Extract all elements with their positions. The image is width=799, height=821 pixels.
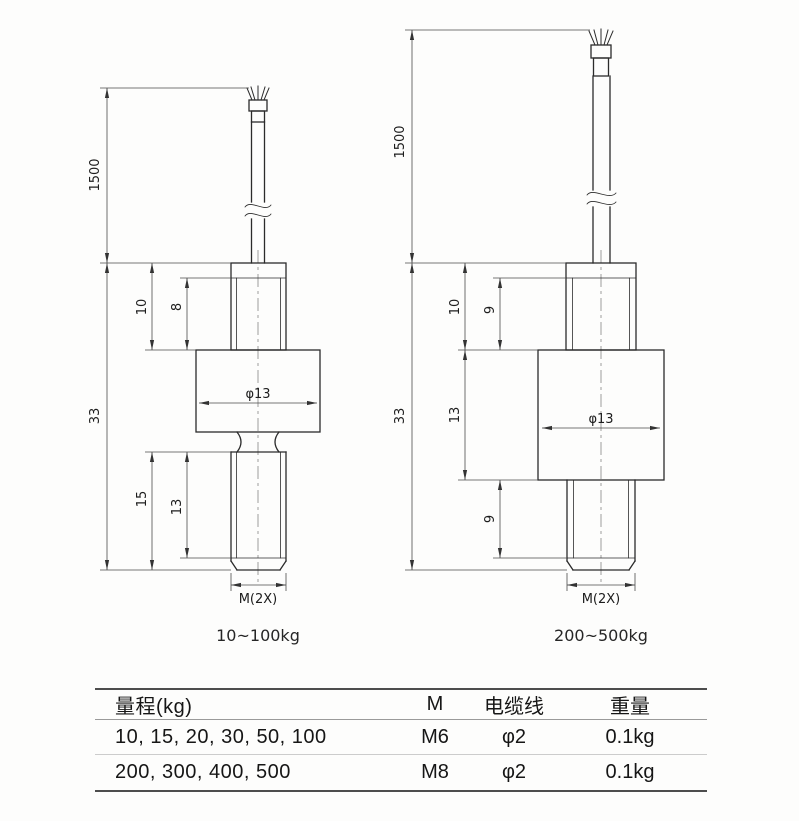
- thread-cell: M8: [421, 761, 449, 783]
- right-dimension-labels: 1500 33 10 9 13 9 φ13 M(2X) 200~500kg: [393, 125, 648, 645]
- left-cable: [244, 121, 272, 264]
- spec-table-row: 10, 15, 20, 30, 50, 100 M6 φ2 0.1kg: [95, 720, 707, 755]
- right-thread-size-label: M(2X): [582, 592, 621, 607]
- weight-cell: 0.1kg: [605, 725, 655, 748]
- left-bottom-stud: [230, 451, 287, 571]
- left-thread-size-label: M(2X): [239, 592, 278, 607]
- range-cell: 200, 300, 400, 500: [115, 761, 291, 783]
- left-bottom-thread-label: 13: [170, 499, 185, 516]
- left-top-thread-label: 8: [170, 303, 185, 311]
- range-cell: 10, 15, 20, 30, 50, 100: [115, 725, 327, 748]
- right-wire-strands-icon: [588, 28, 614, 46]
- left-cable-length-label: 1500: [88, 158, 103, 191]
- right-drawing: 1500 33 10 9 13 9 φ13 M(2X) 200~500kg: [393, 28, 665, 645]
- spec-table-row: 200, 300, 400, 500 M8 φ2 0.1kg: [95, 755, 707, 790]
- weight-cell: 0.1kg: [605, 761, 655, 783]
- left-cable-connector: [248, 99, 268, 123]
- right-cable-connector: [590, 44, 612, 77]
- left-neck-groove: [230, 431, 287, 453]
- right-top-thread-label: 9: [483, 306, 498, 314]
- spec-table-header-row: 量程(kg) M 电缆线 重量: [95, 690, 707, 720]
- right-cable-length-label: 1500: [393, 125, 408, 158]
- left-dimension-labels: 1500 33 10 8 15 13 φ13 M(2X) 10~100kg: [88, 158, 300, 645]
- right-body-height-label: 13: [448, 407, 463, 424]
- right-sensor-outline: [537, 28, 665, 571]
- thread-cell: M6: [421, 725, 449, 748]
- header-weight: 重量: [610, 696, 650, 718]
- right-body: [537, 349, 665, 481]
- right-diameter-label: φ13: [588, 412, 613, 427]
- right-dimension-lines: [405, 29, 660, 591]
- left-body: [195, 349, 321, 433]
- left-top-stud: [230, 262, 287, 351]
- header-cable: 电缆线: [484, 696, 544, 718]
- left-dimension-lines: [100, 87, 317, 591]
- left-top-stud-label: 10: [135, 299, 150, 316]
- left-diameter-label: φ13: [245, 387, 270, 402]
- left-wire-strands-icon: [246, 85, 270, 101]
- right-cable: [586, 75, 617, 264]
- right-top-stud-label: 10: [448, 299, 463, 316]
- header-range: 量程(kg): [115, 696, 193, 718]
- spec-table: 量程(kg) M 电缆线 重量 10, 15, 20, 30, 50, 100 …: [95, 688, 707, 792]
- right-total-height-label: 33: [393, 408, 408, 425]
- left-sensor-outline: [195, 85, 321, 571]
- load-cell-drawings: 1500 33 10 8 15 13 φ13 M(2X) 10~100kg: [88, 28, 665, 645]
- header-thread: M: [426, 693, 444, 715]
- left-total-height-label: 33: [88, 408, 103, 425]
- right-bottom-stud: [566, 479, 636, 571]
- left-drawing: 1500 33 10 8 15 13 φ13 M(2X) 10~100kg: [88, 85, 321, 645]
- right-bottom-stud-label: 9: [483, 515, 498, 523]
- left-caption: 10~100kg: [216, 626, 300, 645]
- left-bottom-stud-label: 15: [135, 491, 150, 508]
- right-caption: 200~500kg: [554, 626, 648, 645]
- cable-cell: φ2: [501, 761, 527, 783]
- cable-cell: φ2: [501, 725, 527, 748]
